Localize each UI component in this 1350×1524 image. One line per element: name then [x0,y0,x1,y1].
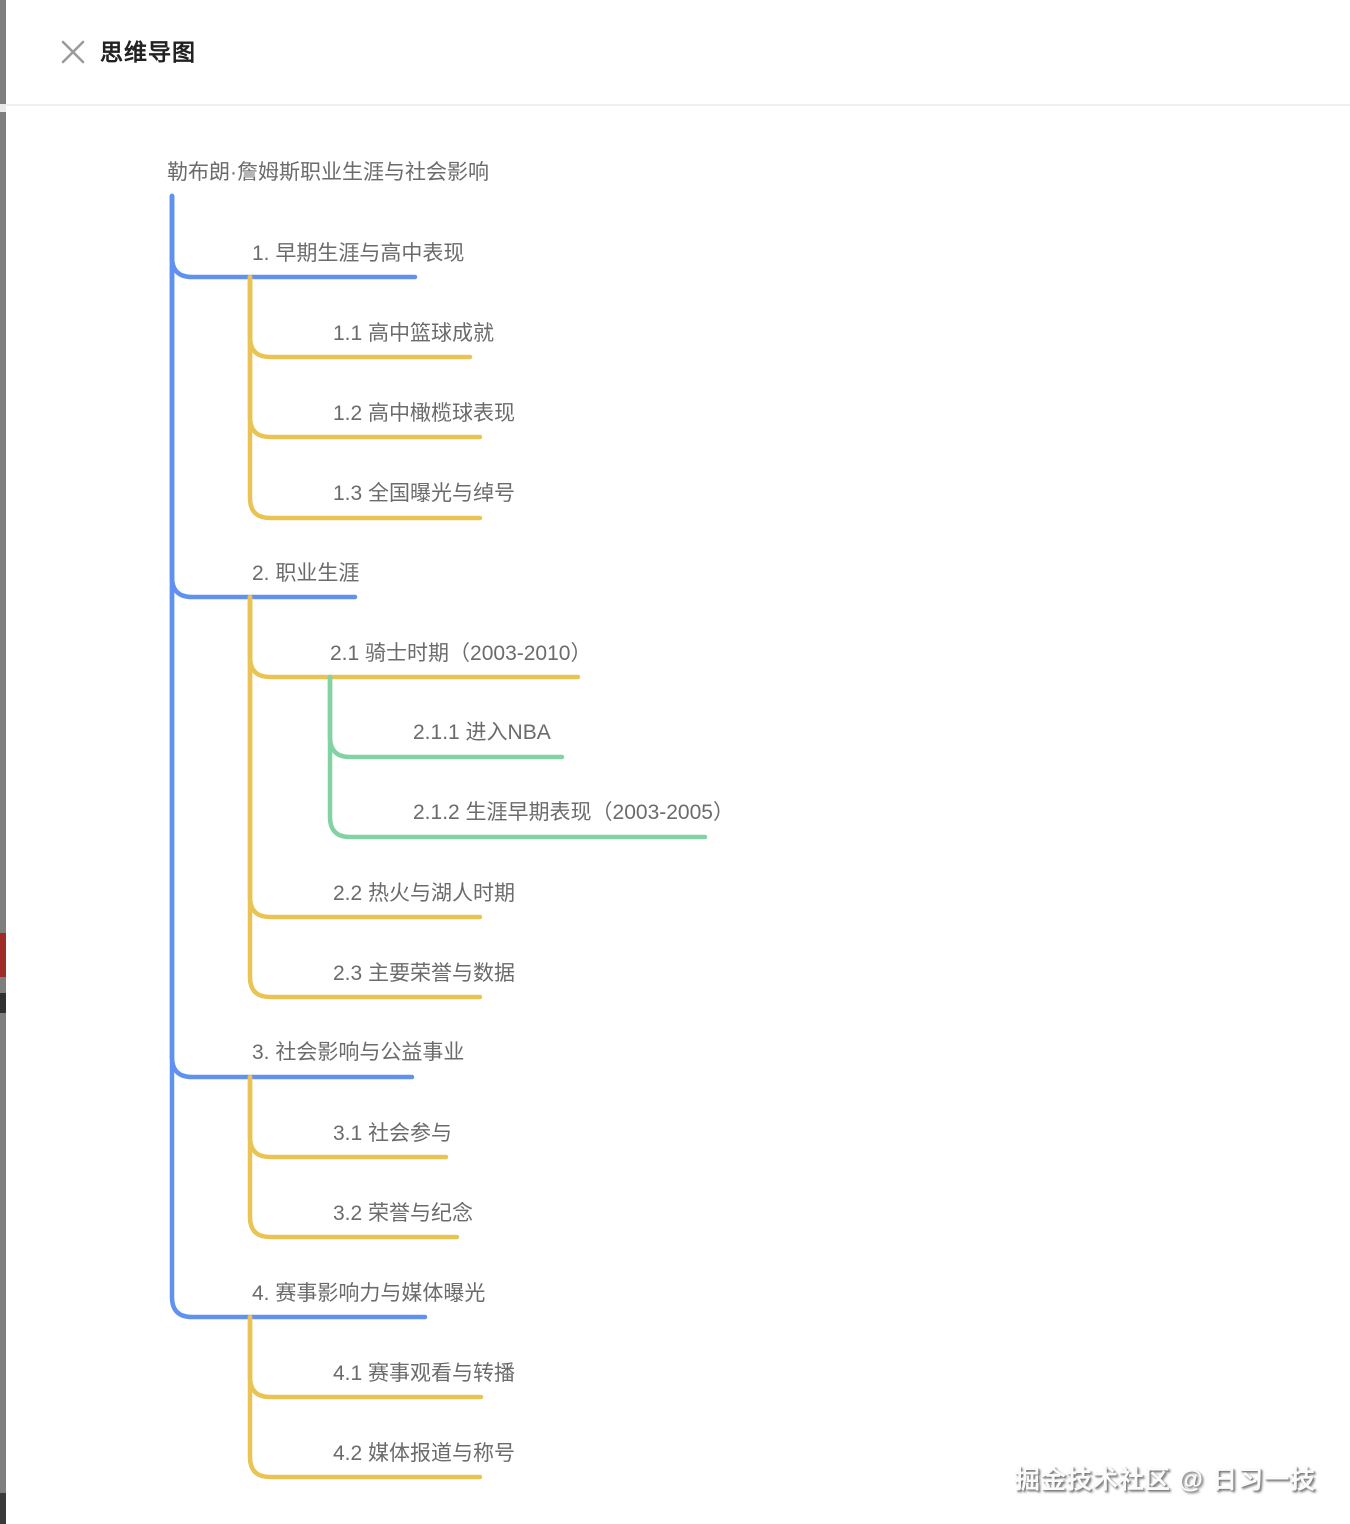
node-1-1[interactable]: 1.1 高中篮球成就 [333,322,495,345]
connector-root-to-4 [169,193,428,1320]
node-3-1[interactable]: 3.1 社会参与 [333,1122,453,1145]
node-2-3[interactable]: 2.3 主要荣誉与数据 [333,962,516,985]
drawer-title: 思维导图 [100,39,196,65]
connector-4-to-4.2 [247,1314,483,1480]
node-1-2[interactable]: 1.2 高中橄榄球表现 [333,402,516,425]
node-root[interactable]: 勒布朗·詹姆斯职业生涯与社会影响 [167,161,489,184]
connector-3-to-3.2 [247,1074,460,1240]
background-page-edge [0,0,6,1524]
connector-1-to-1.3 [247,274,483,521]
node-2-1-2[interactable]: 2.1.2 生涯早期表现（2003-2005） [413,801,734,824]
background-edge-dark-segment [0,993,6,1013]
connector-2.1-to-2.1.2 [327,674,708,840]
connector-2.1-to-2.1.1 [327,674,565,760]
watermark: 掘金技术社区 @ 日习一技 [1014,1466,1316,1494]
drawer-header: 思维导图 [6,0,1350,106]
background-edge-red-segment [0,933,6,977]
background-edge-dark-segment-bottom [0,1493,6,1524]
node-2[interactable]: 2. 职业生涯 [252,562,360,585]
close-icon[interactable] [55,34,91,70]
node-2-1[interactable]: 2.1 骑士时期（2003-2010） [330,642,592,665]
node-4-1[interactable]: 4.1 赛事观看与转播 [333,1362,516,1385]
mindmap-canvas: 勒布朗·詹姆斯职业生涯与社会影响 1. 早期生涯与高中表现 1.1 高中篮球成就… [0,106,1350,1524]
node-4-2[interactable]: 4.2 媒体报道与称号 [333,1442,516,1465]
node-1[interactable]: 1. 早期生涯与高中表现 [252,242,465,265]
node-4[interactable]: 4. 赛事影响力与媒体曝光 [252,1282,486,1305]
node-1-3[interactable]: 1.3 全国曝光与绰号 [333,482,516,505]
connector-2-to-2.3 [247,594,483,1000]
node-3[interactable]: 3. 社会影响与公益事业 [252,1041,465,1064]
background-edge-light-segment [0,104,6,112]
node-2-2[interactable]: 2.2 热火与湖人时期 [333,882,516,905]
node-2-1-1[interactable]: 2.1.1 进入NBA [413,721,551,744]
node-3-2[interactable]: 3.2 荣誉与纪念 [333,1202,474,1225]
